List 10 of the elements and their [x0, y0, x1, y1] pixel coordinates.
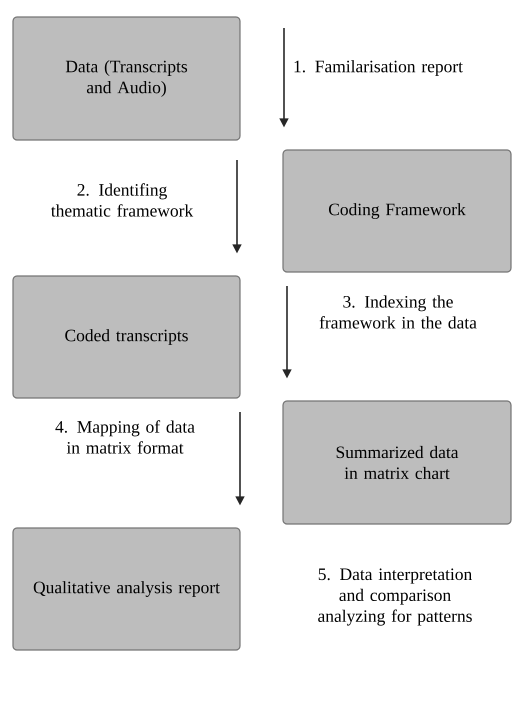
step-label: 4. Mapping of data in matrix format: [55, 420, 195, 454]
process-box: Coded transcripts: [12, 275, 241, 399]
step-label: 5. Data interpretation and comparison analyzing for patterns: [318, 568, 472, 626]
step-label: 3. Indexing the framework in the data: [320, 295, 477, 329]
process-box: Data (Transcripts and Audio): [12, 16, 241, 141]
step-label: 1. Familarisation report: [294, 60, 463, 76]
process-box: Coding Framework: [282, 149, 512, 273]
process-box: Qualitative analysis report: [12, 527, 241, 651]
step-label: 2. Identifing thematic framework: [51, 183, 194, 217]
process-box: Summarized data in matrix chart: [282, 400, 512, 525]
